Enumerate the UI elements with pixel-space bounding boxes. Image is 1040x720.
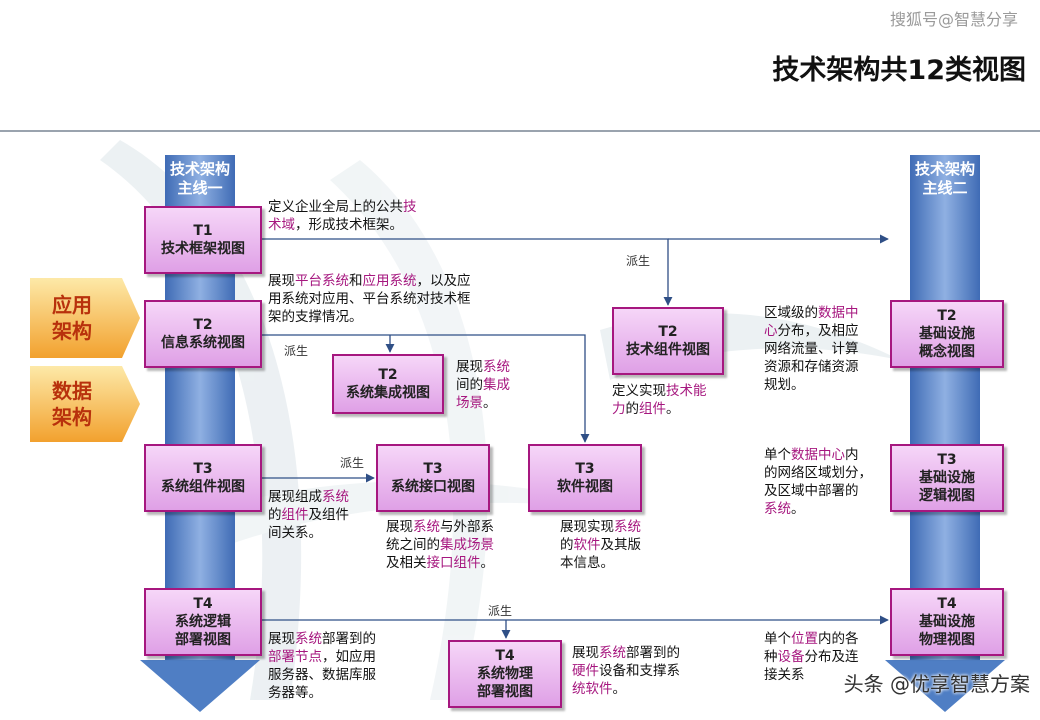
derive-label-t2: 派生: [284, 344, 309, 358]
desc-t4-infra-physical: 单个位置内的各 种设备分布及连 接关系: [764, 631, 859, 683]
desc-t3-software: 展现实现系统 的软件及其版 本信息。: [560, 519, 641, 571]
left-column-header: 技术架构 主线一: [169, 160, 230, 197]
desc-t2-integration: 展现系统 间的集成 场景。: [456, 359, 510, 411]
title-divider: [0, 130, 1040, 132]
desc-t3-component: 展现组成系统 的组件及组件 间关系。: [268, 489, 349, 541]
desc-t2-info-system: 展现平台系统和应用系统，以及应 用系统对应用、平台系统对技术框 架的支撑情况。: [268, 273, 471, 325]
app-arch-tab-label: 应用 架构: [52, 293, 92, 343]
derive-label-t4: 派生: [488, 604, 513, 618]
page-title: 技术架构共12类视图: [772, 55, 1026, 86]
desc-t4-physical-deploy: 展现系统部署到的 硬件设备和支撑系 统软件。: [572, 645, 680, 697]
right-column-header: 技术架构 主线二: [914, 160, 975, 197]
watermark-sohu: 搜狐号@智慧分享: [889, 10, 1018, 29]
watermark-toutiao: 头条 @优享智慧方案: [843, 672, 1030, 696]
desc-t3-interface: 展现系统与外部系 统之间的集成场景 及相关接口组件。: [386, 519, 494, 571]
derive-label-t1: 派生: [626, 254, 651, 268]
desc-t4-logical-deploy: 展现系统部署到的 部署节点，如应用 服务器、数据库服 务器等。: [268, 631, 376, 701]
desc-t3-infra-logic: 单个数据中心内 的网络区域划分， 及区域中部署的 系统。: [764, 447, 872, 517]
data-arch-tab-label: 数据 架构: [52, 379, 92, 429]
derive-label-t3: 派生: [340, 456, 365, 470]
desc-t2-infra-concept: 区域级的数据中 心分布，及相应 网络流量、计算 资源和存储资源 规划。: [764, 305, 859, 393]
desc-t2-tech-component: 定义实现技术能 力的组件。: [612, 383, 707, 417]
desc-t1-framework: 定义企业全局上的公共技 术域，形成技术框架。: [268, 199, 417, 233]
